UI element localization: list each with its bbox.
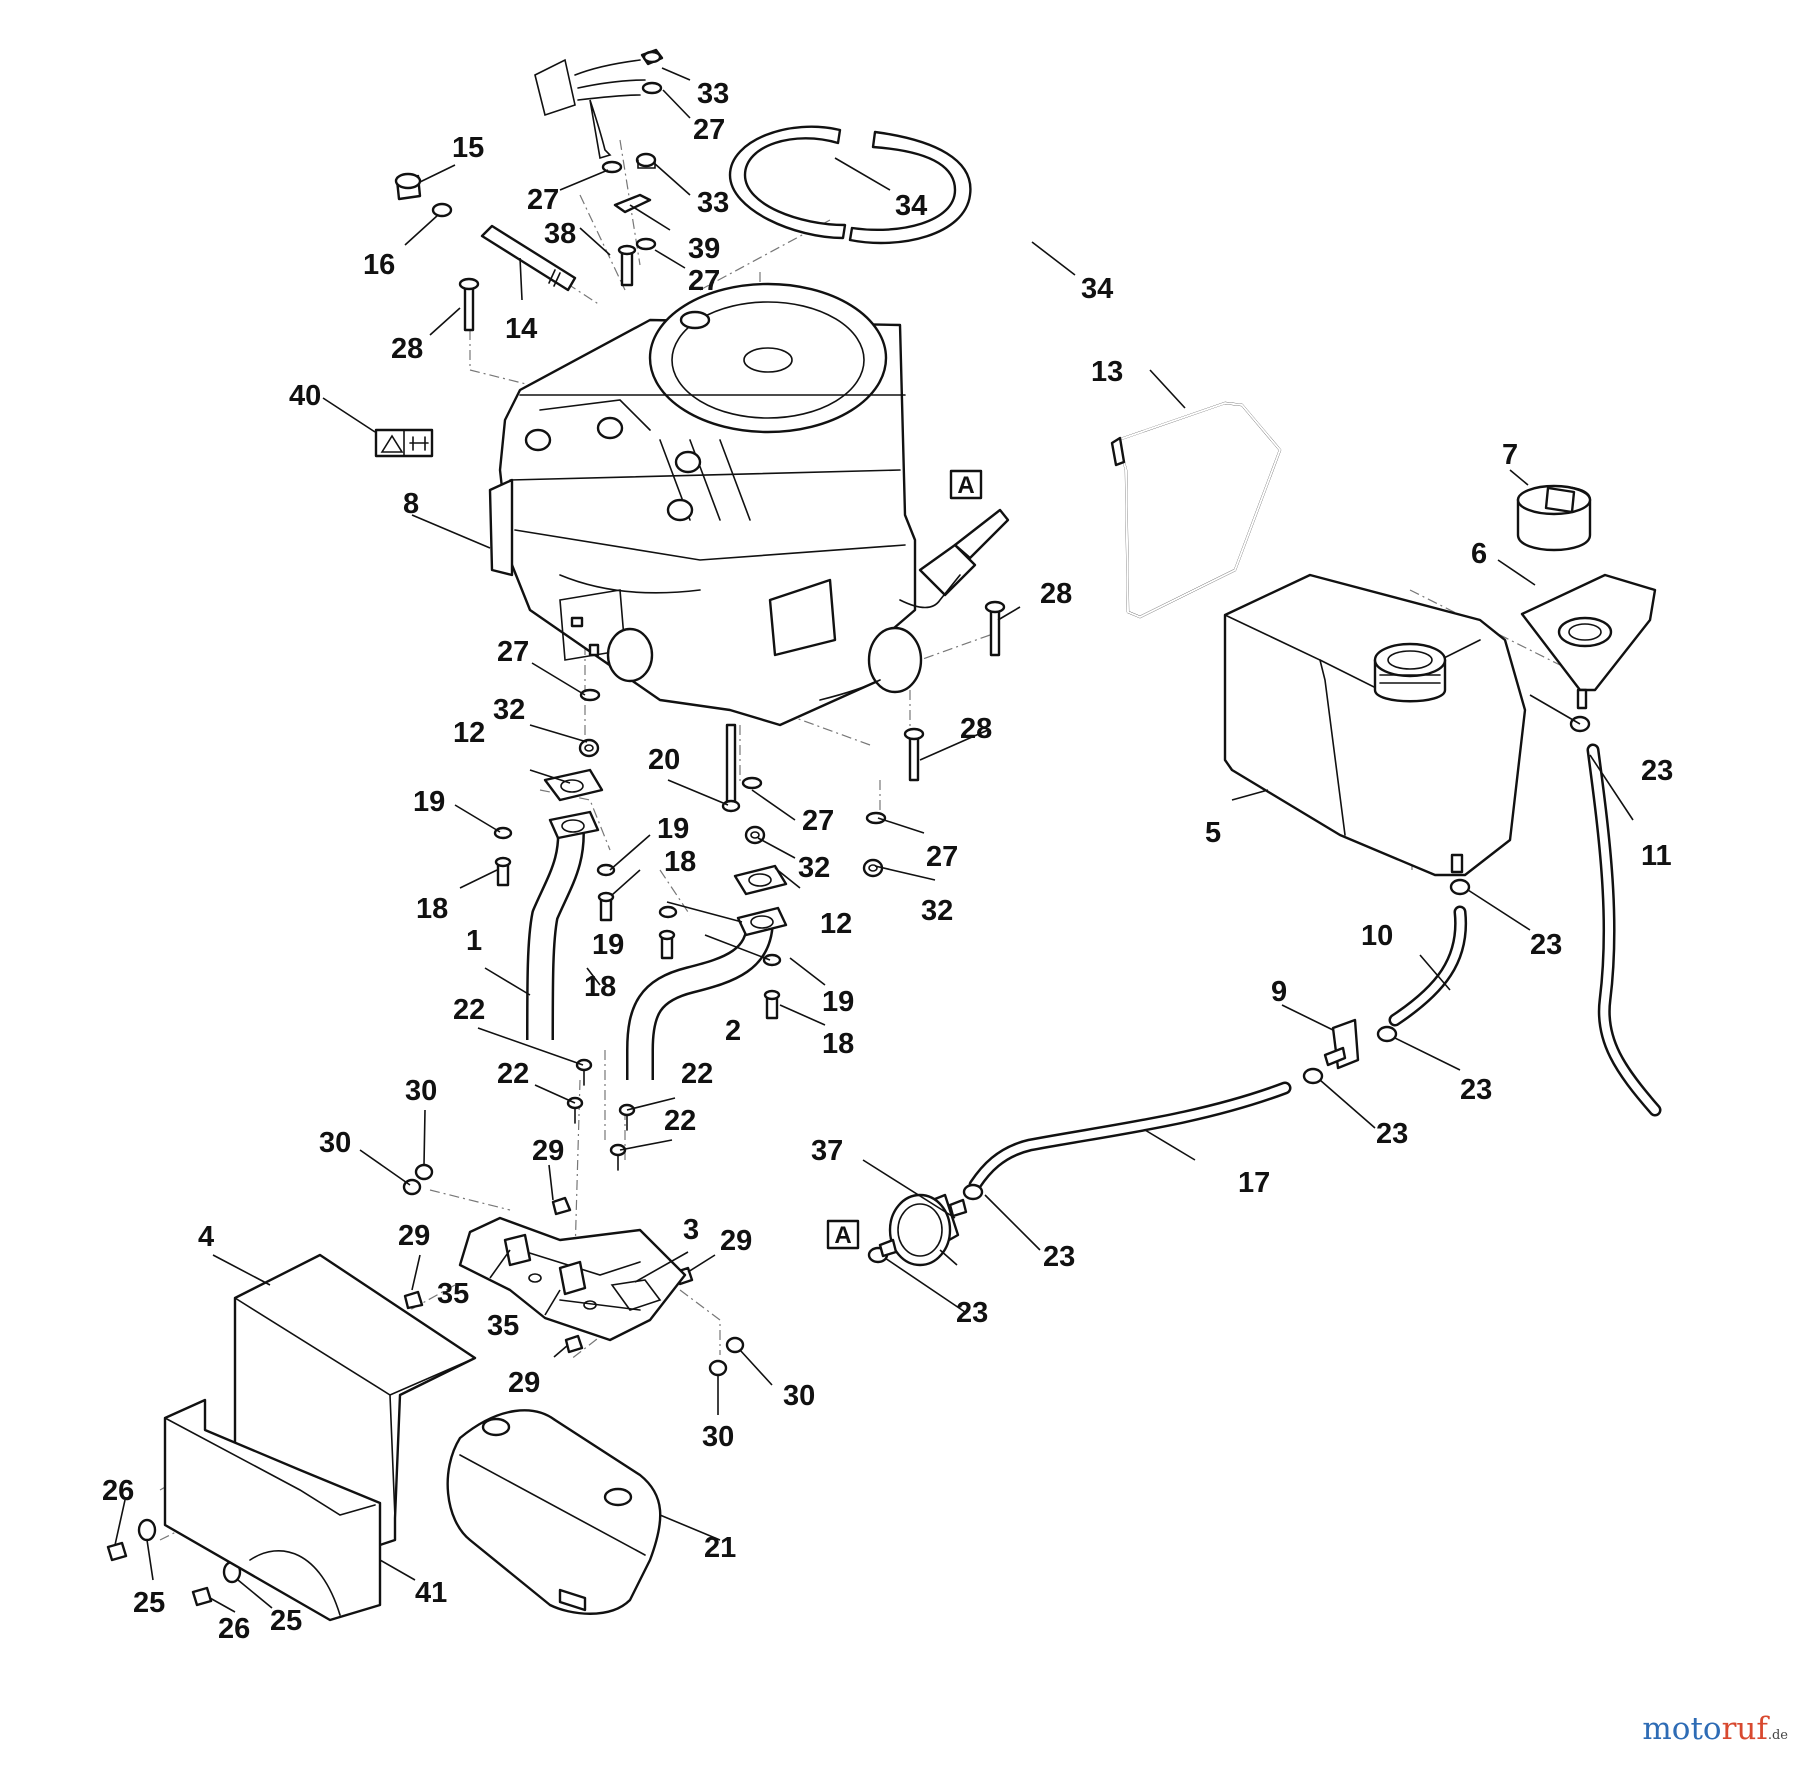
label-3: 3 bbox=[683, 1214, 699, 1246]
label-25: 25 bbox=[133, 1587, 165, 1619]
engine bbox=[488, 282, 1010, 727]
label-41: 41 bbox=[415, 1577, 447, 1609]
label-22: 22 bbox=[497, 1058, 529, 1090]
label-19: 19 bbox=[822, 986, 854, 1018]
filler-neck bbox=[1520, 573, 1657, 710]
label-14: 14 bbox=[505, 313, 537, 345]
label-30: 30 bbox=[319, 1127, 351, 1159]
tank-strap bbox=[1110, 401, 1282, 619]
label-18: 18 bbox=[664, 846, 696, 878]
label-37: 37 bbox=[811, 1135, 843, 1167]
wiring-harness bbox=[534, 58, 646, 160]
seal-rings bbox=[728, 125, 972, 245]
label-22: 22 bbox=[664, 1105, 696, 1137]
label-18: 18 bbox=[416, 893, 448, 925]
label-12: 12 bbox=[820, 908, 852, 940]
label-35: 35 bbox=[437, 1278, 469, 1310]
label-28: 28 bbox=[1040, 578, 1072, 610]
label-29: 29 bbox=[398, 1220, 430, 1252]
label-27: 27 bbox=[926, 841, 958, 873]
fuel-valve bbox=[1323, 1018, 1360, 1070]
fuel-filter bbox=[878, 1193, 968, 1267]
label-7: 7 bbox=[1502, 439, 1518, 471]
label-15: 15 bbox=[452, 132, 484, 164]
label-26: 26 bbox=[218, 1613, 250, 1645]
label-39: 39 bbox=[688, 233, 720, 265]
lower-guard bbox=[163, 1398, 382, 1622]
connector-a-top: A bbox=[949, 469, 983, 500]
motoruf-watermark: motoruf.de bbox=[1642, 1711, 1788, 1747]
label-27: 27 bbox=[527, 184, 559, 216]
label-13: 13 bbox=[1091, 356, 1123, 388]
label-19: 19 bbox=[592, 929, 624, 961]
label-27: 27 bbox=[693, 114, 725, 146]
label-28: 28 bbox=[960, 713, 992, 745]
label-27: 27 bbox=[688, 265, 720, 297]
label-6: 6 bbox=[1471, 538, 1487, 570]
hose-clamps bbox=[867, 715, 1591, 1264]
label-29: 29 bbox=[720, 1225, 752, 1257]
label-10: 10 bbox=[1361, 920, 1393, 952]
label-33: 33 bbox=[697, 187, 729, 219]
label-2: 2 bbox=[725, 1015, 741, 1047]
label-29: 29 bbox=[508, 1367, 540, 1399]
label-32: 32 bbox=[493, 694, 525, 726]
label-34: 34 bbox=[1081, 273, 1113, 305]
label-28: 28 bbox=[391, 333, 423, 365]
hardware bbox=[106, 48, 1006, 1607]
svg-text:A: A bbox=[834, 1222, 851, 1249]
label-33: 33 bbox=[697, 78, 729, 110]
label-40: 40 bbox=[289, 380, 321, 412]
label-11: 11 bbox=[1641, 840, 1672, 872]
svg-text:A: A bbox=[957, 472, 974, 499]
label-8: 8 bbox=[403, 488, 419, 520]
label-23: 23 bbox=[1043, 1241, 1075, 1273]
label-27: 27 bbox=[497, 636, 529, 668]
label-20: 20 bbox=[648, 744, 680, 776]
label-34: 34 bbox=[895, 190, 927, 222]
label-23: 23 bbox=[1460, 1074, 1492, 1106]
label-17: 17 bbox=[1238, 1167, 1270, 1199]
fuel-tank bbox=[1223, 573, 1527, 877]
decal-40 bbox=[374, 428, 434, 458]
label-38: 38 bbox=[544, 218, 576, 250]
label-22: 22 bbox=[681, 1058, 713, 1090]
label-1: 1 bbox=[466, 925, 482, 957]
label-23: 23 bbox=[1641, 755, 1673, 787]
label-18: 18 bbox=[584, 971, 616, 1003]
fuel-cap bbox=[1516, 484, 1592, 552]
label-32: 32 bbox=[798, 852, 830, 884]
label-26: 26 bbox=[102, 1475, 134, 1507]
leader-lines bbox=[114, 67, 1634, 1613]
label-23: 23 bbox=[1530, 929, 1562, 961]
label-32: 32 bbox=[921, 895, 953, 927]
label-30: 30 bbox=[702, 1421, 734, 1453]
label-5: 5 bbox=[1205, 817, 1221, 849]
muffler-bracket bbox=[458, 1216, 687, 1342]
label-30: 30 bbox=[783, 1380, 815, 1412]
label-12: 12 bbox=[453, 717, 485, 749]
label-19: 19 bbox=[413, 786, 445, 818]
label-27: 27 bbox=[802, 805, 834, 837]
label-35: 35 bbox=[487, 1310, 519, 1342]
label-21: 21 bbox=[704, 1532, 736, 1564]
exhaust-pipes bbox=[526, 768, 788, 1080]
label-22: 22 bbox=[453, 994, 485, 1026]
label-30: 30 bbox=[405, 1075, 437, 1107]
label-25: 25 bbox=[270, 1605, 302, 1637]
label-9: 9 bbox=[1271, 976, 1287, 1008]
connector-a-bottom: A bbox=[826, 1219, 860, 1250]
label-23: 23 bbox=[956, 1297, 988, 1329]
label-29: 29 bbox=[532, 1135, 564, 1167]
label-4: 4 bbox=[198, 1221, 214, 1253]
label-19: 19 bbox=[657, 813, 689, 845]
label-16: 16 bbox=[363, 249, 395, 281]
fuel-hoses bbox=[968, 743, 1662, 1192]
label-23: 23 bbox=[1376, 1118, 1408, 1150]
label-18: 18 bbox=[822, 1028, 854, 1060]
muffler bbox=[446, 1409, 662, 1615]
callout-labels: 33 27 27 33 34 39 38 27 34 15 16 14 28 4… bbox=[102, 78, 1673, 1645]
